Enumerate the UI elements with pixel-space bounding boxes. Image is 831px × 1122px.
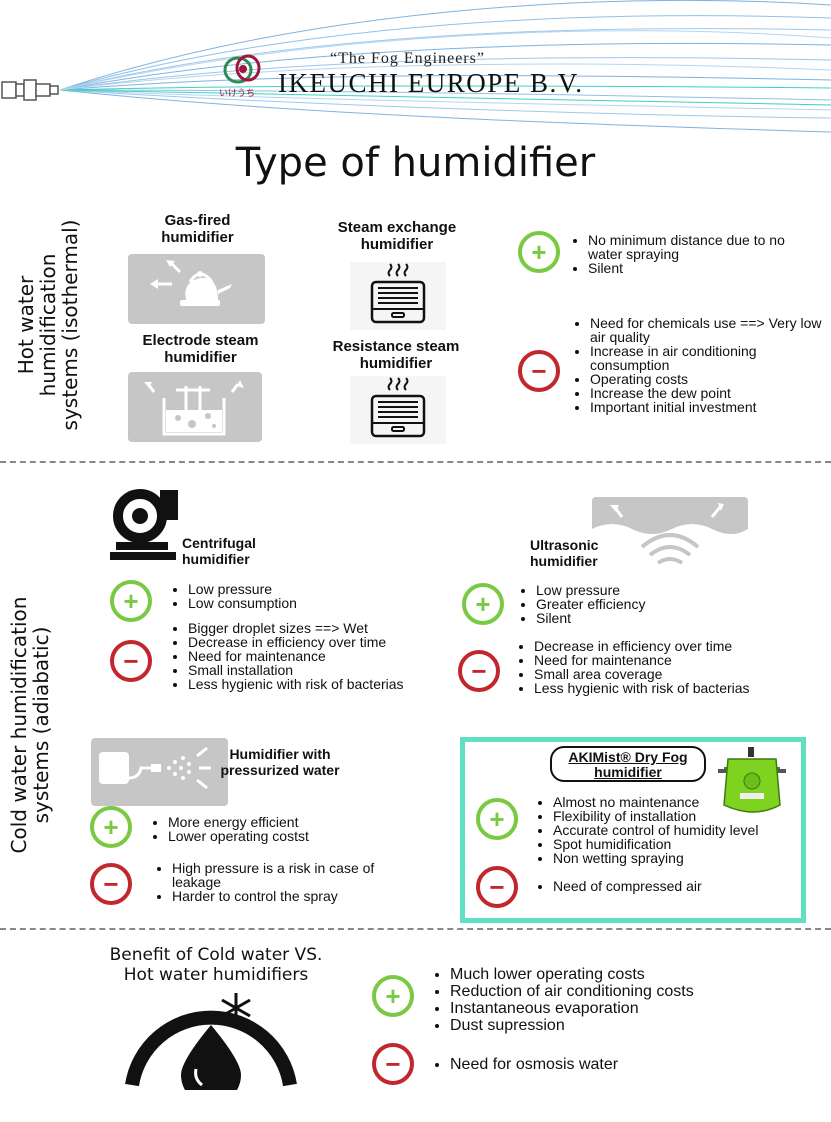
steam-exchange-title: Steam exchange humidifier [337, 219, 457, 253]
akimist-pros-list: Almost no maintenance Flexibility of ins… [535, 795, 803, 865]
list-item: Harder to control the spray [172, 889, 412, 903]
ultrasonic-cons-list: Decrease in efficiency over time Need fo… [516, 639, 794, 695]
hot-section-label: Hot water humidification systems (isothe… [14, 219, 82, 431]
list-item: Almost no maintenance [553, 795, 803, 809]
electrode-image [128, 372, 262, 442]
list-item: Increase the dew point [590, 386, 831, 400]
centrifugal-title: Centrifugal humidifier [182, 535, 256, 567]
list-item: Silent [588, 261, 788, 275]
list-item: Instantaneous evaporation [450, 1000, 750, 1017]
list-item: Need for chemicals use ==> Very low air … [590, 316, 831, 344]
ultrasonic-minus-icon: − [458, 650, 500, 692]
pressurized-minus-icon: − [90, 863, 132, 905]
ultrasonic-plus-icon: + [462, 583, 504, 625]
benefit-cons-list: Need for osmosis water [432, 1056, 700, 1073]
list-item: Greater efficiency [536, 597, 736, 611]
list-item: Low pressure [536, 583, 736, 597]
logo-japanese-text: いけうち [219, 88, 256, 98]
akimist-plus-icon: + [476, 798, 518, 840]
list-item: Lower operating costst [168, 829, 368, 843]
akimist-cons-list: Need of compressed air [535, 879, 753, 893]
centrifugal-cons-list: Bigger droplet sizes ==> Wet Decrease in… [170, 621, 448, 691]
section-divider [0, 928, 831, 930]
pressurized-image [91, 738, 228, 806]
resistance-steam-image [350, 376, 446, 444]
list-item: Need for osmosis water [450, 1056, 700, 1073]
akimist-highlight-frame [460, 737, 806, 923]
benefit-minus-icon: − [372, 1043, 414, 1085]
list-item: Decrease in efficiency over time [534, 639, 794, 653]
hot-cons-minus-icon: − [518, 350, 560, 392]
electrode-tank-icon [144, 380, 244, 436]
list-item: Need for maintenance [188, 649, 448, 663]
ultrasonic-title: Ultrasonic humidifier [530, 537, 599, 569]
ultrasonic-pros-list: Low pressure Greater efficiency Silent [518, 583, 736, 625]
pressurized-pros-list: More energy efficient Lower operating co… [150, 815, 368, 843]
fog-spray-graphic [1, 0, 831, 133]
list-item: Reduction of air conditioning costs [450, 983, 750, 1000]
list-item: Spot humidification [553, 837, 803, 851]
akimist-device-icon [718, 747, 786, 813]
centrifugal-plus-icon: + [110, 580, 152, 622]
pressurized-title: Humidifier with pressurized water [220, 746, 340, 778]
ikeuchi-logo-icon [223, 54, 261, 84]
steam-exchange-image [350, 262, 446, 330]
benefit-title: Benefit of Cold water VS. Hot water humi… [109, 945, 323, 985]
list-item: Small area coverage [534, 667, 794, 681]
spray-nozzle-icon [99, 746, 211, 790]
list-item: Non wetting spraying [553, 851, 803, 865]
section-divider [0, 461, 831, 463]
akimist-minus-icon: − [476, 866, 518, 908]
hot-cons-list: Need for chemicals use ==> Very low air … [572, 316, 831, 414]
list-item: Dust supression [450, 1017, 750, 1034]
hot-pros-plus-icon: + [518, 231, 560, 273]
centrifugal-icon [110, 489, 178, 560]
gas-fired-title: Gas-fired humidifier [161, 212, 234, 246]
list-item: Need for maintenance [534, 653, 794, 667]
cold-water-gauge-icon [125, 993, 297, 1090]
list-item: Low consumption [188, 596, 388, 610]
centrifugal-pros-list: Low pressure Low consumption [170, 582, 388, 610]
list-item: Operating costs [590, 372, 831, 386]
list-item: Bigger droplet sizes ==> Wet [188, 621, 448, 635]
benefit-pros-list: Much lower operating costs Reduction of … [432, 966, 750, 1034]
gas-fired-image [128, 254, 265, 324]
list-item: Small installation [188, 663, 448, 677]
list-item: No minimum distance due to no water spra… [588, 233, 788, 261]
benefit-plus-icon: + [372, 975, 414, 1017]
list-item: Decrease in efficiency over time [188, 635, 448, 649]
list-item: Low pressure [188, 582, 388, 596]
company-name: IKEUCHI EUROPE B.V. [278, 68, 584, 98]
centrifugal-minus-icon: − [110, 640, 152, 682]
list-item: High pressure is a risk in case of leaka… [172, 861, 412, 889]
list-item: More energy efficient [168, 815, 368, 829]
list-item: Accurate control of humidity level [553, 823, 803, 837]
ultrasonic-wave-icon [592, 503, 748, 577]
pressurized-cons-list: High pressure is a risk in case of leaka… [154, 861, 412, 903]
electrode-title: Electrode steam humidifier [142, 332, 259, 366]
list-item: Silent [536, 611, 736, 625]
cold-section-label: Cold water humidification systems (adiab… [7, 596, 53, 854]
pressurized-plus-icon: + [90, 806, 132, 848]
ultrasonic-image [592, 497, 748, 577]
list-item: Flexibility of installation [553, 809, 803, 823]
akimist-title: AKIMist® Dry Fog humidifier [550, 746, 706, 782]
list-item: Much lower operating costs [450, 966, 750, 983]
list-item: Less hygienic with risk of bacterias [534, 681, 794, 695]
list-item: Important initial investment [590, 400, 831, 414]
kettle-icon [150, 260, 232, 306]
company-tagline: “The Fog Engineers” [330, 50, 485, 67]
page-title: Type of humidifier [235, 140, 596, 186]
list-item: Less hygienic with risk of bacterias [188, 677, 448, 691]
list-item: Increase in air conditioning consumption [590, 344, 831, 372]
hot-pros-list: No minimum distance due to no water spra… [570, 233, 788, 275]
list-item: Need of compressed air [553, 879, 753, 893]
resistance-steam-title: Resistance steam humidifier [332, 338, 460, 372]
steam-box-icon [370, 377, 426, 438]
steam-box-icon [370, 263, 426, 324]
